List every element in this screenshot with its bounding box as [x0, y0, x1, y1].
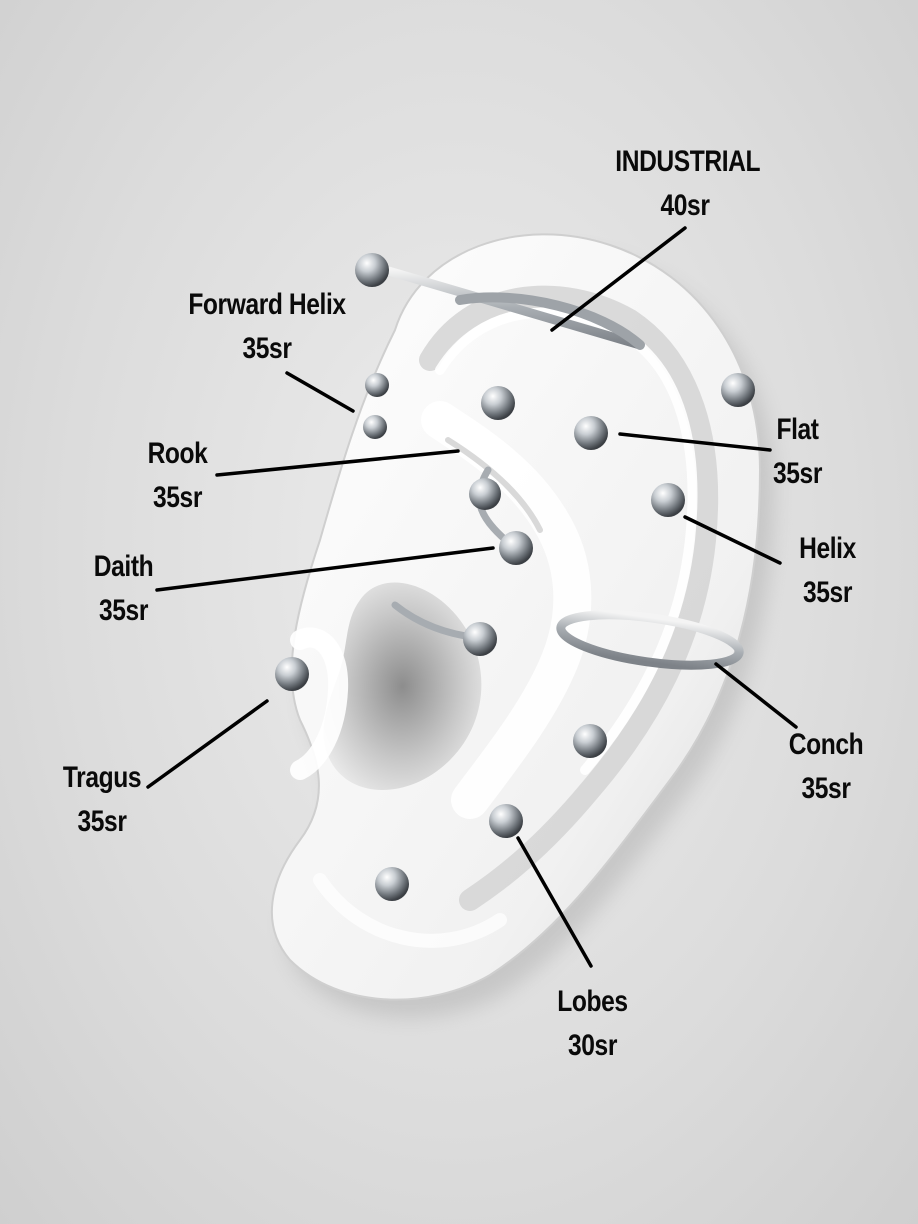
helix-ball	[651, 483, 685, 517]
label-industrial-price: 40sr	[660, 189, 710, 222]
label-helix: Helix 35sr	[789, 527, 867, 615]
label-conch-price: 35sr	[801, 772, 851, 805]
label-lobes: Lobes 30sr	[549, 980, 635, 1068]
conch-ball	[573, 724, 607, 758]
lobes-pointer	[516, 836, 593, 968]
helix-ball-rim	[721, 373, 755, 407]
concha-cavity	[323, 582, 482, 790]
label-industrial: INDUSTRIAL 40sr	[615, 140, 761, 228]
tragus-bump	[290, 627, 349, 780]
rook-pointer	[215, 449, 460, 477]
jewelry-balls	[275, 253, 755, 901]
label-industrial-name: INDUSTRIAL	[615, 145, 761, 178]
label-forward-helix-name: Forward Helix	[188, 288, 346, 321]
daith-pointer	[155, 546, 495, 592]
label-conch: Conch 35sr	[785, 723, 867, 811]
pointer-lines	[146, 226, 798, 968]
tragus-ball	[275, 657, 309, 691]
flat-ball	[574, 416, 608, 450]
label-lobes-price: 30sr	[568, 1029, 617, 1062]
lobe-ball-upper	[489, 804, 523, 838]
label-forward-helix: Forward Helix 35sr	[181, 283, 353, 371]
lobe-ball-lower	[375, 867, 409, 901]
label-tragus: Tragus 35sr	[61, 756, 143, 844]
industrial-ball	[355, 253, 389, 287]
label-helix-name: Helix	[799, 532, 856, 565]
label-daith-price: 35sr	[99, 594, 148, 627]
helix-rim-groove	[419, 285, 719, 911]
helix-pointer	[683, 515, 782, 565]
conch-pointer	[714, 662, 798, 729]
label-rook: Rook 35sr	[139, 432, 217, 520]
antihelix	[421, 401, 592, 819]
industrial-bar	[380, 265, 645, 350]
label-daith: Daith 35sr	[85, 545, 163, 633]
forward-helix-ball-lower	[363, 415, 387, 439]
tragus-pointer	[146, 699, 269, 789]
label-helix-price: 35sr	[803, 576, 852, 609]
industrial-ring-upper	[455, 292, 645, 350]
label-flat-price: 35sr	[773, 457, 822, 490]
label-rook-price: 35sr	[153, 481, 202, 514]
label-rook-name: Rook	[147, 437, 208, 470]
ear-outer	[270, 233, 762, 1001]
label-tragus-price: 35sr	[77, 805, 127, 838]
label-forward-helix-price: 35sr	[242, 332, 292, 365]
flat-pointer	[618, 432, 772, 452]
rook-ball	[481, 386, 515, 420]
conch-ring	[556, 610, 744, 670]
label-flat: Flat 35sr	[759, 408, 837, 496]
daith-ball	[499, 531, 533, 565]
label-daith-name: Daith	[93, 550, 154, 583]
tragus-ring-ball	[463, 622, 497, 656]
label-flat-name: Flat	[776, 413, 819, 446]
industrial-pointer	[550, 226, 687, 332]
label-conch-name: Conch	[788, 728, 864, 761]
forward-helix-ball-upper	[365, 373, 389, 397]
label-tragus-name: Tragus	[62, 761, 142, 794]
label-lobes-name: Lobes	[557, 985, 628, 1018]
forward-helix-pointer	[285, 371, 355, 413]
rook-ball-lower	[469, 478, 501, 510]
